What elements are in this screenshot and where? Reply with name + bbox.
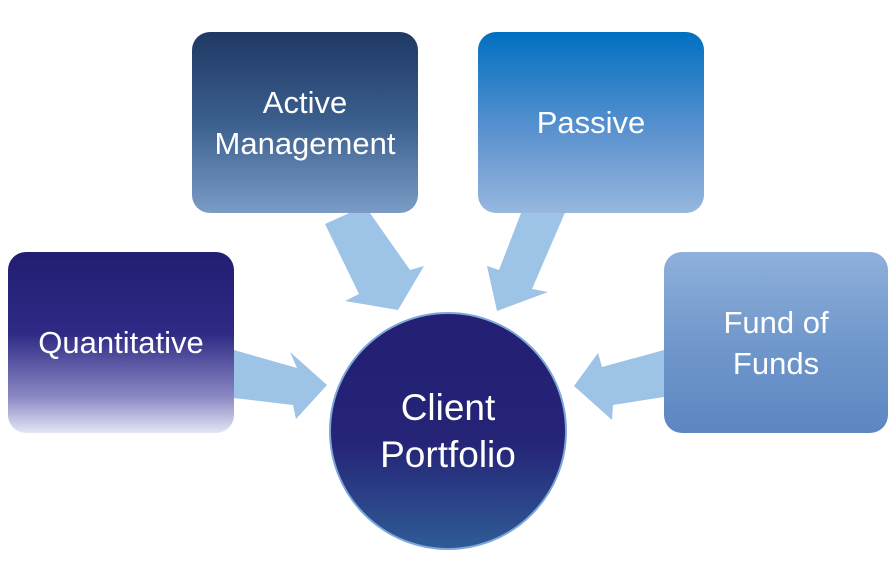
node-active-management: Active Management	[192, 32, 418, 213]
node-quantitative-label: Quantitative	[38, 325, 204, 360]
arrow-active-to-center	[325, 206, 424, 310]
node-fund-of-funds: Fund of Funds	[664, 252, 888, 433]
arrow-passive-to-center	[487, 208, 567, 311]
center-label: Client Portfolio	[380, 387, 516, 475]
node-fund-of-funds-label: Fund of Funds	[723, 304, 829, 381]
node-passive: Passive	[478, 32, 704, 213]
node-active-management-label: Active Management	[214, 84, 396, 161]
node-quantitative: Quantitative	[8, 252, 234, 433]
arrow-quantitative-to-center	[234, 350, 327, 419]
center-client-portfolio: Client Portfolio	[329, 312, 567, 550]
arrow-fund-to-center	[574, 350, 664, 420]
node-passive-label: Passive	[536, 105, 646, 140]
